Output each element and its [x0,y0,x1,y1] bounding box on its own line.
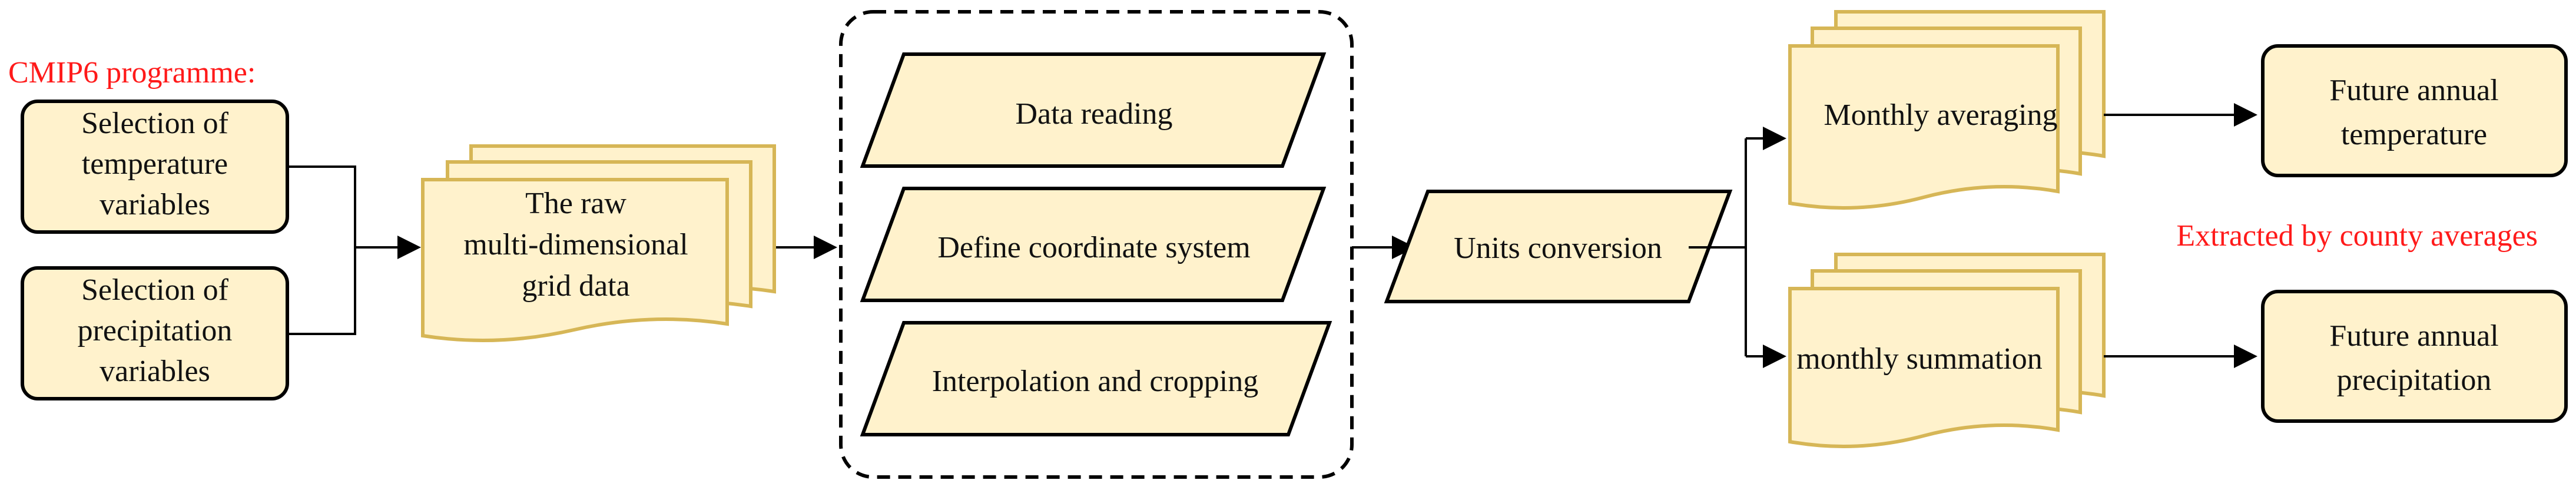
data-reading-label: Data reading [1015,97,1172,131]
temperature-variables-line-3: variables [100,188,210,221]
interpolation-cropping-step: Interpolation and cropping [860,321,1332,436]
annual-precipitation-line-2: precipitation [2337,363,2492,397]
raw-data-document-stack: The raw multi-dimensional grid data [421,144,776,342]
raw-data-line-1: The raw [525,187,626,220]
raw-data-line-3: grid data [522,269,629,303]
define-coordinate-system-label: Define coordinate system [937,231,1250,264]
annual-temperature-line-2: temperature [2341,118,2487,151]
define-coordinate-system-step: Define coordinate system [860,187,1327,302]
monthly-summation-label: monthly summation [1796,342,2042,376]
join-connector [287,165,394,335]
data-reading-step: Data reading [860,52,1327,168]
annual-temperature-box: Future annual temperature [2261,44,2568,177]
temperature-variables-line-1: Selection of [81,107,229,140]
temperature-variables-box: Selection of temperature variables [21,100,289,234]
monthly-averaging-label: Monthly averaging [1824,98,2057,132]
annual-precipitation-line-1: Future annual [2329,319,2498,353]
interpolation-cropping-label: Interpolation and cropping [932,365,1259,398]
split-connector [1689,138,1747,356]
processing-group-frame [839,10,1354,479]
annual-temperature-line-1: Future annual [2329,74,2498,107]
units-conversion-step: Units conversion [1384,190,1733,303]
annual-precipitation-box: Future annual precipitation [2261,290,2568,423]
units-conversion-label: Units conversion [1454,231,1662,265]
county-averages-annotation: Extracted by county averages [2176,219,2538,253]
precipitation-variables-box: Selection of precipitation variables [21,266,289,400]
monthly-summation-document-stack: monthly summation [1788,253,2106,448]
precipitation-variables-line-2: precipitation [78,314,233,347]
raw-data-line-2: multi-dimensional [463,228,688,261]
temperature-variables-line-2: temperature [82,147,228,181]
monthly-averaging-document-stack: Monthly averaging [1788,10,2106,210]
programme-title: CMIP6 programme: [8,56,256,90]
precipitation-variables-line-3: variables [100,355,210,388]
precipitation-variables-line-1: Selection of [81,273,229,307]
